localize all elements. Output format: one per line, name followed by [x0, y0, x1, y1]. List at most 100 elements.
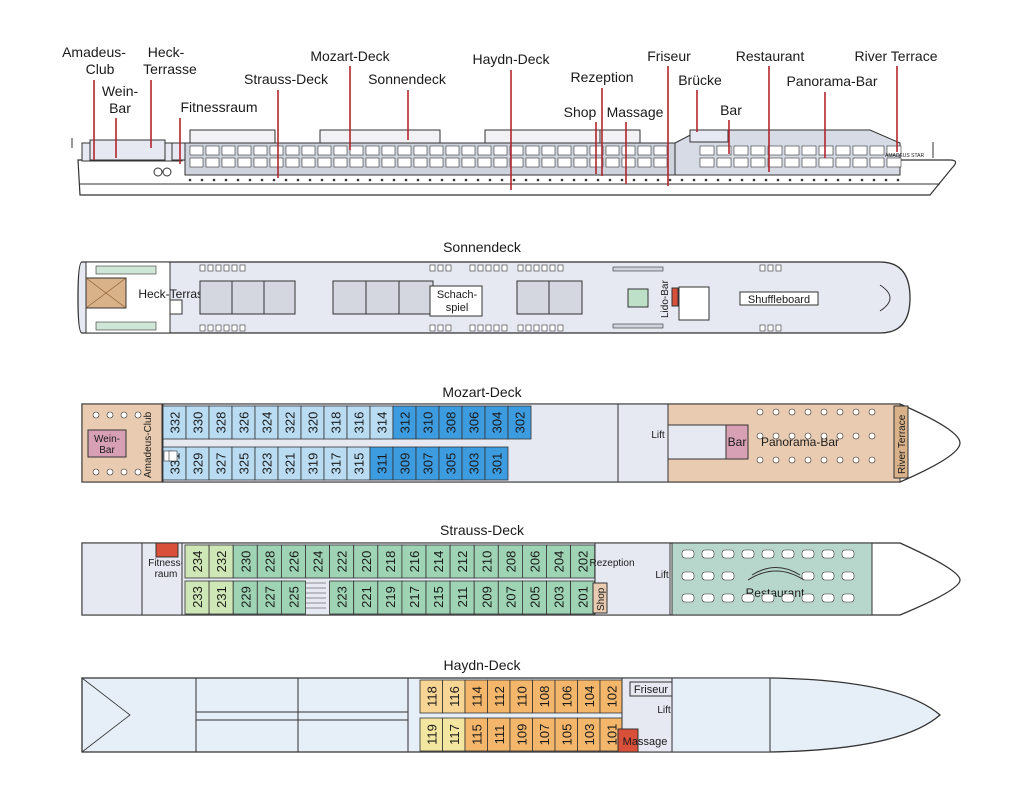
cabin[interactable]	[329, 580, 355, 615]
cabin[interactable]	[353, 544, 379, 579]
profile-label: Massage	[607, 104, 664, 120]
cabin[interactable]	[377, 580, 403, 615]
profile-window	[767, 145, 783, 156]
profile-window	[237, 145, 252, 156]
cabin[interactable]	[570, 544, 596, 579]
cabin[interactable]	[280, 580, 306, 615]
profile-porthole	[764, 178, 768, 182]
cabin[interactable]	[208, 580, 234, 615]
sun-lounger	[517, 324, 524, 332]
cabin[interactable]	[546, 580, 572, 615]
cabin-number: 111	[492, 725, 507, 745]
sonnendeck-plan: Heck-Terrasse Schach- spiel Lido-Bar Shu…	[77, 261, 911, 334]
cabin[interactable]	[497, 544, 523, 579]
cabin-number: 217	[407, 586, 422, 608]
bar-seat	[804, 408, 812, 416]
profile-porthole	[788, 178, 792, 182]
profile-window	[573, 145, 588, 156]
club-seat	[106, 468, 114, 476]
cabin[interactable]	[329, 544, 355, 579]
cabin[interactable]	[232, 580, 258, 615]
cabin-number: 206	[527, 551, 542, 573]
shuffleboard-label: Shuffleboard	[748, 294, 810, 306]
profile-porthole	[776, 178, 780, 182]
sun-lounger	[223, 264, 230, 272]
sun-lounger	[429, 324, 436, 332]
sun-lounger	[517, 264, 524, 272]
cabin[interactable]	[522, 544, 547, 579]
cabin-number: 302	[513, 412, 528, 434]
cabin[interactable]	[507, 405, 532, 440]
sun-lounger	[493, 264, 500, 272]
restaurant-table	[821, 549, 835, 559]
restaurant-table	[681, 549, 695, 559]
cabin[interactable]	[522, 580, 547, 615]
cabin-number: 304	[490, 412, 505, 434]
sun-lounger	[215, 324, 222, 332]
cabin-number: 203	[552, 586, 567, 608]
wein-bar-label-2: Bar	[99, 445, 115, 456]
profile-window	[221, 157, 236, 168]
cabin[interactable]	[473, 544, 499, 579]
profile-window	[461, 157, 476, 168]
profile-window	[699, 157, 715, 168]
cabin[interactable]	[256, 580, 282, 615]
profile-label: River Terrace	[855, 48, 938, 64]
profile-label: Strauss-Deck	[244, 71, 329, 87]
profile-porthole	[596, 178, 600, 182]
club-seat	[134, 411, 142, 419]
profile-window	[413, 145, 428, 156]
cabin[interactable]	[570, 580, 596, 615]
profile-window	[301, 145, 316, 156]
cabin[interactable]	[425, 544, 451, 579]
profile-label: Rezeption	[570, 69, 633, 85]
profile-porthole	[860, 178, 864, 182]
cabin-number: 330	[191, 412, 206, 434]
cabin-number: 114	[469, 686, 484, 707]
cabin-number: 118	[424, 686, 439, 707]
profile-window	[557, 157, 572, 168]
profile-window	[637, 157, 652, 168]
sun-lounger	[767, 264, 774, 272]
cabin[interactable]	[184, 544, 210, 579]
restaurant-table	[681, 571, 695, 581]
cabin[interactable]	[208, 544, 234, 579]
cabin[interactable]	[305, 544, 331, 579]
restaurant-tables	[681, 549, 855, 603]
cabin[interactable]	[449, 544, 475, 579]
profile-window	[605, 157, 620, 168]
cabin[interactable]	[473, 580, 499, 615]
cabin[interactable]	[401, 544, 427, 579]
profile-porthole	[884, 178, 888, 182]
cabin-number: 325	[237, 453, 252, 475]
sun-lounger	[759, 264, 766, 272]
cabin[interactable]	[497, 580, 523, 615]
profile-window	[750, 145, 766, 156]
sun-lounger	[501, 264, 508, 272]
cabin-number: 232	[214, 551, 229, 573]
bar-seat	[772, 456, 780, 464]
cabin[interactable]	[546, 544, 572, 579]
profile-window	[733, 145, 749, 156]
sun-lounger	[485, 264, 492, 272]
profile-window	[285, 157, 300, 168]
cabin[interactable]	[184, 580, 210, 615]
profile-porthole	[752, 178, 756, 182]
profile-label: Fitnessraum	[180, 99, 257, 115]
cabin[interactable]	[484, 446, 509, 481]
profile-porthole	[296, 178, 300, 182]
cabin-number: 229	[238, 586, 253, 608]
cabin-number: 321	[283, 453, 298, 475]
restaurant-table	[721, 549, 735, 559]
profile-porthole	[308, 178, 312, 182]
cabin[interactable]	[377, 544, 403, 579]
sun-lounger	[485, 324, 492, 332]
profile-window	[886, 157, 902, 168]
cabin[interactable]	[232, 544, 258, 579]
cabin-number: 323	[260, 453, 275, 475]
bar-seat	[868, 456, 876, 464]
cabin-number: 220	[359, 551, 374, 573]
restaurant-table	[841, 549, 855, 559]
